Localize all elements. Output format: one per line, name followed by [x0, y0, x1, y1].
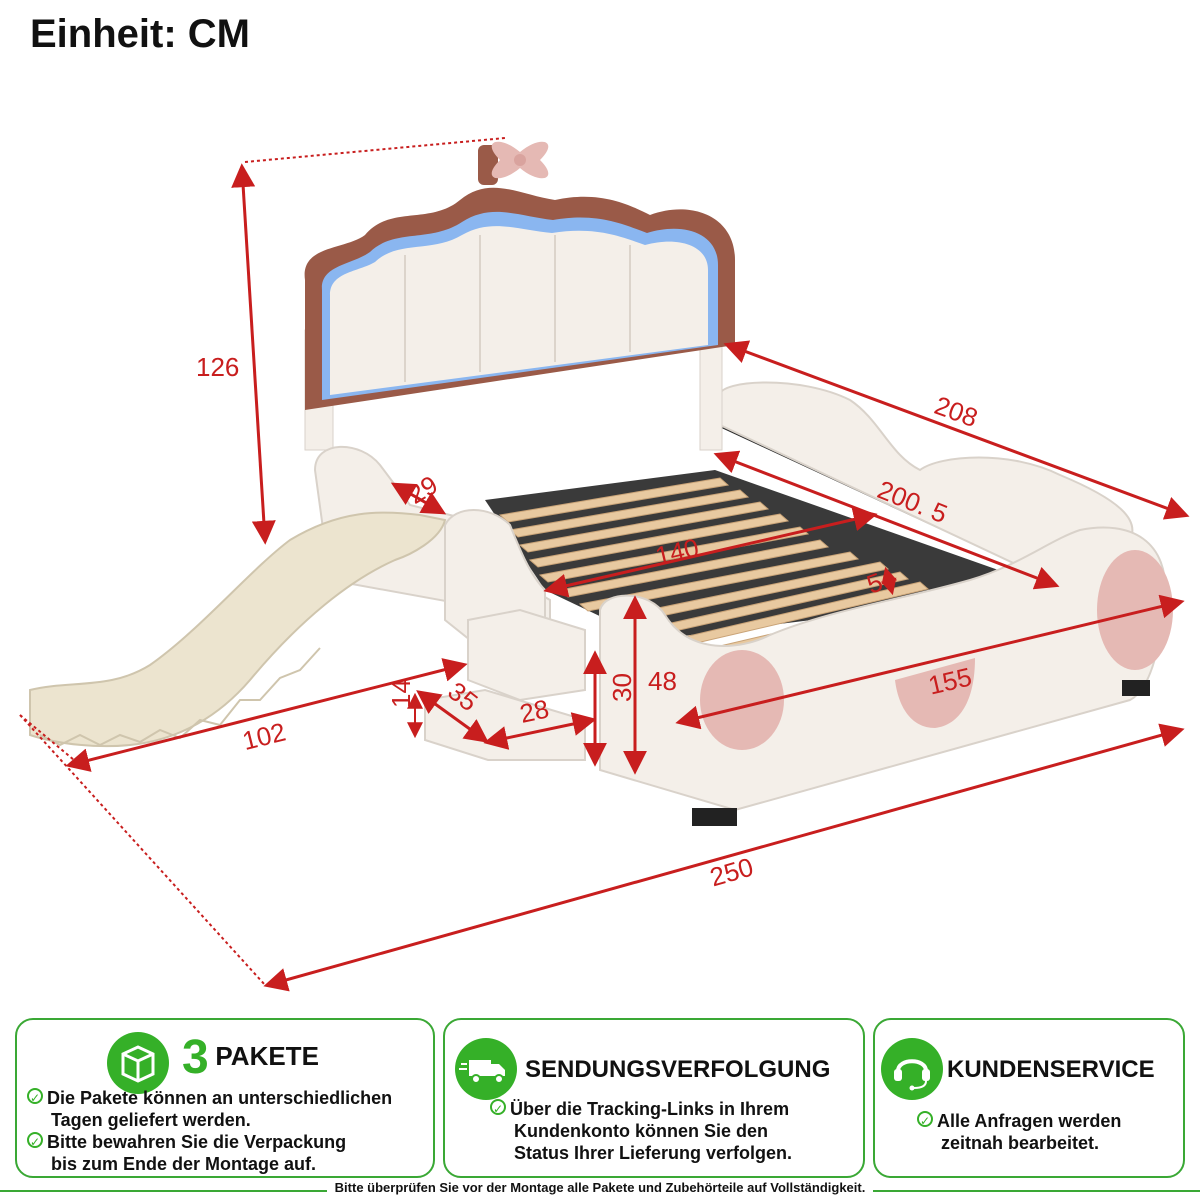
dim-overall-width: 250 [707, 852, 757, 893]
tracking-line-3: Status Ihrer Lieferung verfolgen. [514, 1143, 793, 1163]
bed-illustration [29, 141, 1173, 826]
packages-line-3: Bitte bewahren Sie die Verpackung [47, 1132, 347, 1152]
tracking-title: SENDUNGSVERFOLGUNG [525, 1056, 831, 1083]
dim-side-height: 48 [648, 666, 677, 696]
service-line-1: Alle Anfragen werden [937, 1111, 1122, 1131]
tracking-line-2: Kundenkonto können Sie den [514, 1121, 769, 1141]
bow-decoration [478, 141, 549, 185]
customer-service-title: KUNDENSERVICE [947, 1056, 1155, 1083]
dim-slide-length: 102 [239, 716, 288, 756]
info-box-packages: 3 PAKETE ✓Die Pakete können an unterschi… [15, 1018, 435, 1178]
dim-length-total: 208 [931, 390, 982, 433]
bed-dimension-diagram: 126 208 29 200. 5 140 5 155 48 30 28 35 … [19, 137, 1190, 992]
check-icon: ✓ [490, 1099, 506, 1116]
check-icon: ✓ [27, 1088, 43, 1105]
dim-step-width: 28 [517, 693, 552, 728]
check-icon: ✓ [917, 1111, 933, 1128]
check-icon: ✓ [27, 1132, 43, 1149]
packages-line-2: Tagen geliefert werden. [51, 1110, 251, 1130]
footer: Bitte überprüfen Sie vor der Montage all… [0, 1180, 1200, 1200]
tracking-line-1: Über die Tracking-Links in Ihrem [510, 1099, 790, 1119]
info-box-tracking: SENDUNGSVERFOLGUNG ✓Über die Tracking-Li… [443, 1018, 865, 1178]
dim-step-low-height: 14 [386, 679, 416, 708]
packages-line-1: Die Pakete können an unterschiedlichen [47, 1088, 393, 1108]
packages-title: PAKETE [215, 1041, 319, 1071]
footer-note: Bitte überprüfen Sie vor der Montage all… [326, 1180, 874, 1195]
page-title: Einheit: CM [30, 12, 250, 56]
dimension-lines [19, 137, 1190, 992]
dim-step-height: 30 [607, 673, 637, 702]
service-line-2: zeitnah bearbeitet. [941, 1133, 1100, 1153]
package-box-icon [107, 1032, 169, 1094]
slide [29, 511, 447, 748]
headset-icon [881, 1038, 943, 1100]
package-count: 3 [182, 1031, 209, 1084]
dim-height-total: 126 [196, 352, 239, 382]
packages-line-4: bis zum Ende der Montage auf. [51, 1154, 317, 1174]
info-box-customer-service: KUNDENSERVICE ✓Alle Anfragen werden zeit… [873, 1018, 1185, 1178]
delivery-truck-icon [455, 1038, 517, 1100]
